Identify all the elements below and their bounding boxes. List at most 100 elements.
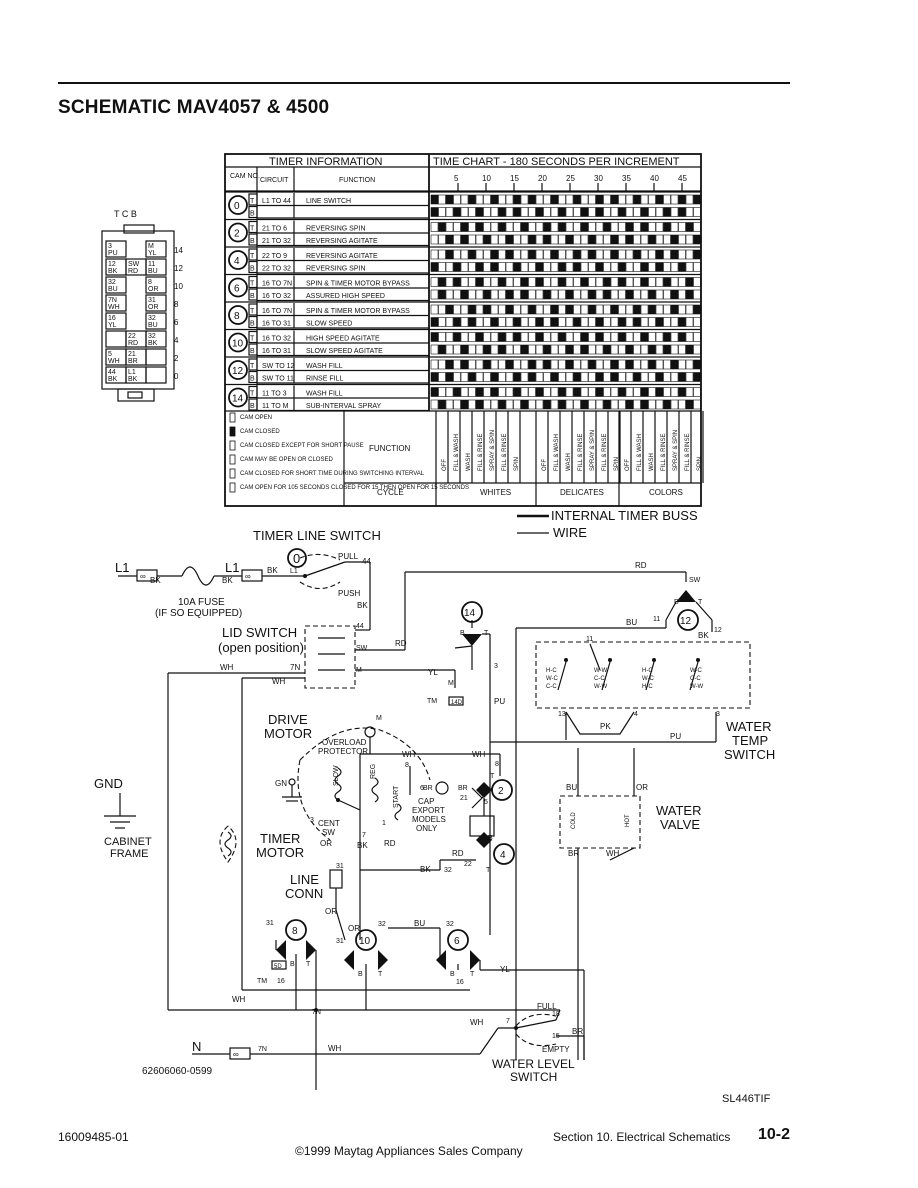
svg-text:7N: 7N — [312, 1009, 321, 1016]
svg-text:SW: SW — [689, 577, 701, 584]
svg-text:12: 12 — [680, 616, 692, 627]
svg-text:5D: 5D — [274, 964, 282, 970]
legend-item: CAM CLOSED — [240, 429, 280, 435]
svg-text:B: B — [290, 961, 295, 968]
svg-text:B: B — [358, 971, 363, 978]
gnd-label: GND — [94, 776, 123, 791]
connector-pin-label: BK — [108, 268, 118, 275]
copyright: ©1999 Maytag Appliances Sales Company — [295, 1144, 523, 1158]
svg-text:BU: BU — [626, 618, 637, 627]
svg-text:3: 3 — [310, 817, 314, 824]
cam-number-circle — [228, 360, 248, 380]
timer-information-table: TIMER INFORMATION TIME CHART - 180 SECON… — [224, 153, 704, 507]
cam-circuit: 16 TO 7N — [262, 281, 292, 288]
svg-text:5: 5 — [484, 799, 488, 806]
cam-number-circle — [228, 277, 248, 298]
svg-text:13: 13 — [558, 711, 566, 718]
svg-text:PK: PK — [600, 722, 611, 731]
svg-text:BR: BR — [568, 849, 579, 858]
svg-text:14: 14 — [464, 608, 476, 619]
svg-text:BK: BK — [222, 576, 233, 585]
cam-function: REVERSING SPIN — [306, 226, 366, 233]
svg-text:TM: TM — [427, 698, 437, 705]
cam-number: 6 — [234, 284, 240, 295]
cycle-label: CYCLE — [377, 488, 404, 497]
time-scale-tick: 40 — [650, 174, 659, 183]
water-valve-label-2: VALVE — [660, 817, 700, 832]
cam-side: B — [250, 211, 255, 218]
time-scale-tick: 20 — [538, 174, 547, 183]
timer-info-header: TIMER INFORMATION — [269, 156, 383, 168]
water-temp-label-2: TEMP — [732, 733, 768, 748]
catalog-number: 62606060-0599 — [142, 1066, 213, 1077]
temp-switch-label: H-C — [642, 668, 653, 674]
svg-text:8: 8 — [495, 761, 499, 768]
connector-pin — [145, 366, 167, 384]
svg-text:T: T — [490, 773, 495, 780]
cam-number-circle — [228, 332, 248, 353]
cam-function: SPIN & TIMER MOTOR BYPASS — [306, 281, 410, 288]
cam-side: B — [250, 293, 255, 300]
connector-pin-label: 5 — [108, 351, 112, 358]
svg-text:8: 8 — [405, 762, 409, 769]
line-conn-label-1: LINE — [290, 872, 319, 887]
cam-circuit: 22 TO 9 — [262, 253, 287, 260]
svg-text:WH: WH — [220, 663, 234, 672]
cap-label-4: ONLY — [416, 824, 438, 833]
cam-side: T — [250, 253, 255, 260]
svg-text:2: 2 — [498, 786, 504, 797]
time-chart-header: TIME CHART - 180 SECONDS PER INCREMENT — [433, 156, 680, 168]
cycle-name: WHITES — [480, 488, 511, 497]
cam-function: REVERSING SPIN — [306, 266, 366, 273]
svg-text:BR: BR — [572, 1027, 583, 1036]
col-circuit: CIRCUIT — [260, 177, 289, 184]
function-segment: FILL & WASH — [454, 434, 460, 471]
cam-number-circle — [228, 305, 248, 325]
function-segment: FILL & RINSE — [502, 434, 508, 471]
connector-pin-label: 8 — [148, 279, 152, 286]
cam-number: 2 — [234, 229, 240, 240]
wire-label: WIRE — [553, 525, 587, 540]
svg-text:B: B — [450, 971, 455, 978]
water-temp-label-1: WATER — [726, 719, 772, 734]
cam-function: SPIN & TIMER MOTOR BYPASS — [306, 308, 410, 315]
svg-text:3: 3 — [716, 711, 720, 718]
cam-side: T — [250, 336, 255, 343]
connector-pin-label: 32 — [148, 315, 156, 322]
svg-text:16: 16 — [277, 978, 285, 985]
cam-number: 8 — [234, 311, 240, 322]
connector-pin-label: BU — [148, 268, 158, 275]
cam-number: 12 — [232, 366, 244, 377]
svg-text:BU: BU — [414, 919, 425, 928]
cam-circuit: SW TO 12 — [262, 363, 295, 370]
start-label: START — [393, 785, 400, 808]
function-segment: SPRAY & SPIN — [590, 430, 596, 471]
cycle-name: COLORS — [649, 488, 683, 497]
svg-text:14D: 14D — [451, 700, 463, 706]
svg-text:6: 6 — [420, 785, 424, 792]
connector-pin-label: OR — [148, 304, 159, 311]
section-label: Section 10. Electrical Schematics — [553, 1130, 731, 1144]
svg-text:M: M — [448, 680, 454, 687]
water-level-label-1: WATER LEVEL — [492, 1057, 575, 1071]
svg-text:22: 22 — [464, 861, 472, 868]
cam-number: 14 — [232, 394, 244, 405]
connector-row-number: 2 — [174, 354, 179, 363]
svg-text:BR: BR — [423, 785, 433, 792]
legend-item: CAM CLOSED EXCEPT FOR SHORT PAUSE — [240, 443, 364, 449]
connector-pin-label: WH — [108, 358, 120, 365]
connector-pin — [145, 348, 167, 366]
reg-label: REG — [370, 764, 377, 779]
cam-function: WASH FILL — [306, 391, 343, 398]
cam-circuit: 16 TO 31 — [262, 321, 291, 328]
svg-text:4: 4 — [500, 850, 506, 861]
svg-text:0: 0 — [293, 551, 300, 566]
time-scale-tick: 25 — [566, 174, 575, 183]
function-segment: SPIN — [614, 457, 620, 471]
fuse-label: 10A FUSE — [178, 597, 225, 608]
svg-text:11: 11 — [586, 636, 593, 643]
svg-text:T: T — [698, 599, 703, 606]
lid-switch-note: (open position) — [218, 640, 304, 655]
cam-side: B — [250, 238, 255, 245]
cam-circuit: 21 TO 6 — [262, 226, 287, 233]
